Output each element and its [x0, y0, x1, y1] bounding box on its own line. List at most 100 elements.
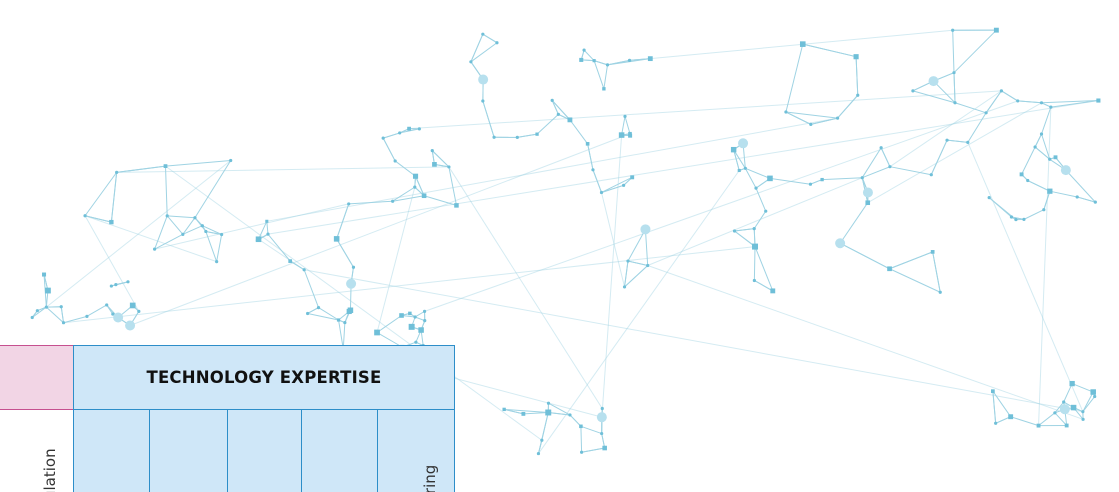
network-node [556, 112, 560, 116]
network-node [302, 268, 306, 272]
network-bond [551, 100, 571, 121]
network-node [346, 278, 357, 289]
network-bond [889, 166, 932, 176]
network-bond [1049, 190, 1078, 198]
network-node [770, 288, 776, 294]
network-node [592, 59, 596, 63]
network-node [413, 315, 417, 319]
network-bond [318, 307, 339, 321]
network-bond [202, 225, 222, 235]
network-bond [167, 215, 195, 219]
network-bond [1027, 180, 1051, 192]
network-bond [946, 139, 968, 143]
network-node [1060, 165, 1071, 176]
network-node [115, 170, 119, 174]
network-node [1033, 145, 1037, 149]
network-bond [601, 184, 624, 193]
network-node [1048, 157, 1052, 161]
network-bond [754, 280, 774, 292]
network-bond [889, 268, 941, 293]
network-node [784, 110, 788, 114]
network-link [647, 177, 863, 266]
network-node [204, 229, 208, 234]
network-node [602, 87, 606, 91]
network-link [84, 215, 217, 263]
network-bond [166, 215, 184, 235]
network-node [754, 186, 758, 190]
network-bond [769, 177, 811, 185]
network-node [647, 56, 653, 62]
network-link [154, 203, 349, 250]
network-node [1081, 417, 1085, 421]
technology-column-3 [227, 409, 301, 492]
network-node [600, 431, 604, 436]
network-bond [621, 116, 626, 136]
network-node [391, 199, 395, 203]
network-bond [205, 230, 222, 235]
network-node [599, 190, 604, 195]
network-node [622, 285, 627, 289]
network-node [109, 219, 114, 225]
network-node [1039, 101, 1044, 105]
network-bond [1065, 169, 1096, 203]
network-bond [629, 58, 651, 61]
network-node [495, 41, 499, 45]
network-bond [84, 172, 118, 217]
network-bond [624, 116, 631, 134]
network-node [567, 117, 573, 123]
network-node [809, 122, 813, 126]
network-bond [551, 100, 559, 115]
network-node [579, 57, 584, 62]
network-bond [587, 143, 594, 170]
network-node [1049, 105, 1053, 109]
network-node [928, 76, 939, 87]
network-node [432, 162, 437, 167]
network-node [1008, 414, 1014, 420]
network-node [129, 302, 136, 309]
network-node [266, 232, 270, 236]
network-bond [194, 160, 232, 218]
network-node [582, 48, 586, 52]
network-node [888, 165, 892, 169]
network-node [835, 238, 846, 249]
network-bond [627, 229, 646, 262]
network-node [1039, 132, 1044, 136]
network-node [1059, 404, 1070, 415]
network-bond [932, 251, 941, 293]
network-node [412, 173, 419, 179]
network-node [83, 214, 87, 218]
network-bond [744, 168, 757, 189]
network-node [732, 229, 737, 233]
network-link [867, 102, 1042, 204]
network-node [447, 165, 451, 169]
network-node [422, 309, 427, 313]
network-bond [581, 59, 595, 62]
network-node [478, 74, 489, 85]
technology-expertise-title: TECHNOLOGY EXPERTISE [146, 368, 382, 387]
network-bond [954, 102, 987, 114]
network-node [1096, 98, 1101, 103]
network-node [333, 236, 340, 242]
network-node [808, 182, 813, 186]
network-bond [1054, 412, 1068, 426]
network-node [999, 89, 1004, 93]
network-node [730, 146, 737, 153]
network-bond [810, 179, 823, 185]
network-bond [376, 315, 402, 333]
network-node [618, 132, 625, 138]
network-bond [627, 260, 648, 266]
network-bond [802, 43, 857, 58]
network-node [408, 323, 415, 330]
network-bond [837, 94, 859, 119]
network-node [481, 99, 485, 103]
network-bond [880, 147, 891, 167]
network-node [622, 183, 626, 187]
network-link [165, 165, 543, 441]
network-node [418, 327, 424, 333]
network-bond [734, 230, 756, 247]
network-link [63, 246, 756, 324]
network-node [215, 260, 219, 264]
network-node [579, 424, 583, 429]
network-node [536, 451, 541, 456]
